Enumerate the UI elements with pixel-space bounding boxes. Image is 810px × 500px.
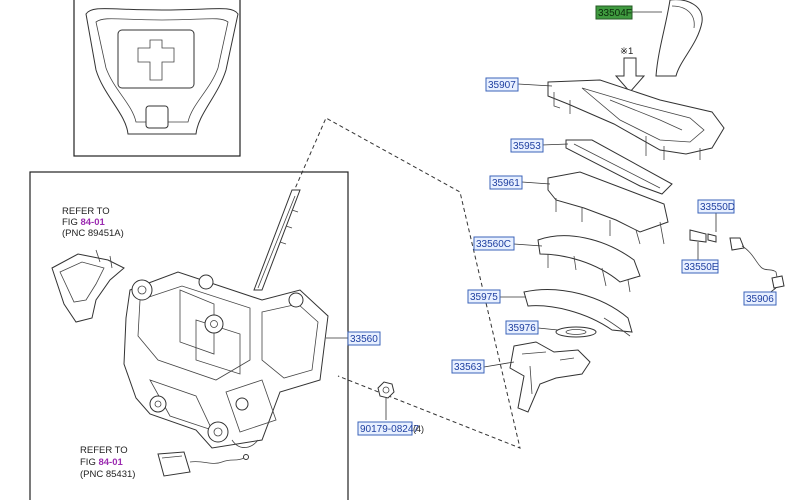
shift-lever-bracket (123, 271, 329, 449)
shift-bezel-inset (73, 0, 241, 157)
bezel-inner (95, 18, 229, 123)
pnc-35975[interactable]: 35975 (470, 292, 498, 303)
gate-plate (117, 29, 195, 89)
ref2-fig-link[interactable]: 84-01 (98, 457, 123, 468)
note-marker: ※1 (620, 46, 633, 57)
bracket-89451a (51, 249, 125, 323)
ref1-pnc: (PNC 89451A) (62, 228, 124, 239)
pnc-35906[interactable]: 35906 (746, 294, 774, 305)
shift-lever-rod (253, 189, 301, 291)
install-arrow (614, 57, 646, 93)
ring-35976 (555, 326, 597, 338)
cover-35975 (523, 289, 633, 337)
bulb-33550e (689, 229, 707, 243)
reference-note-89451a: REFER TO FIG 84-01 (PNC 89451A) (62, 206, 124, 239)
switch-85431 (157, 451, 249, 477)
leader-lines (326, 11, 777, 368)
inset-frame (73, 0, 241, 157)
bracket-35961 (547, 171, 669, 245)
pnc-35976[interactable]: 35976 (508, 323, 536, 334)
svg-text:FIG 84-01: FIG 84-01 (80, 457, 123, 468)
bulb-33550d (707, 233, 717, 243)
pnc-33563[interactable]: 33563 (454, 362, 482, 373)
pnc-33560[interactable]: 33560 (350, 334, 378, 345)
shift-knob (655, 0, 703, 77)
pnc-90179-08247[interactable]: 90179-08247 (360, 424, 419, 435)
pnc-33550d[interactable]: 33550D (700, 202, 735, 213)
bezel-switch (145, 105, 169, 129)
cover-33560c (537, 235, 641, 293)
ref2-line1: REFER TO (80, 445, 128, 456)
pnc-35907[interactable]: 35907 (488, 80, 516, 91)
ref1-fig-prefix: FIG (62, 217, 80, 228)
reference-note-85431: REFER TO FIG 84-01 (PNC 85431) (80, 445, 135, 480)
pnc-labels: 33504F 35907 35953 35961 33560C 35975 35… (347, 5, 777, 436)
qty-90179: (4) (413, 424, 424, 434)
ref1-fig-link[interactable]: 84-01 (80, 217, 105, 228)
explode-outline (289, 117, 521, 449)
pnc-33560c[interactable]: 33560C (476, 239, 511, 250)
nut-90179 (377, 381, 395, 420)
gate-slot (137, 39, 175, 81)
ref2-pnc: (PNC 85431) (80, 469, 135, 480)
pnc-33504f[interactable]: 33504F (598, 8, 632, 19)
console-panel-35907 (547, 79, 725, 160)
svg-text:FIG 84-01: FIG 84-01 (62, 217, 105, 228)
pnc-33504f-box (595, 5, 633, 20)
pnc-35953[interactable]: 35953 (513, 141, 541, 152)
pnc-35961[interactable]: 35961 (492, 178, 520, 189)
bulb-socket-assy (689, 229, 785, 289)
ref2-fig-prefix: FIG (80, 457, 98, 468)
socket-35906 (729, 237, 745, 251)
bracket-33563 (509, 341, 591, 413)
ref1-line1: REFER TO (62, 206, 110, 217)
pnc-33550e[interactable]: 33550E (684, 262, 719, 273)
